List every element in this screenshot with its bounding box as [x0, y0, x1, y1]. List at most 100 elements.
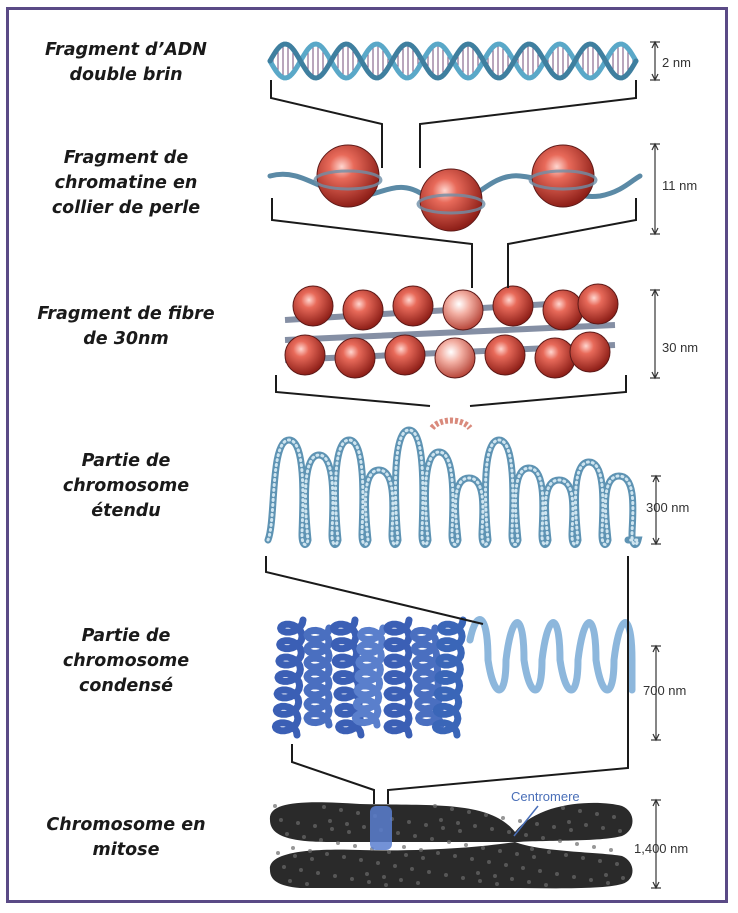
chromatin-texture — [595, 812, 599, 816]
chromatin-texture — [544, 883, 548, 887]
condensed-coil — [307, 628, 329, 725]
mitotic-chromosome — [270, 802, 633, 888]
fiber-nucleosome — [570, 332, 610, 372]
chromatin-texture — [501, 816, 505, 820]
chromatin-texture — [333, 874, 337, 878]
chromatin-texture — [609, 848, 613, 852]
chromatin-texture — [444, 873, 448, 877]
chromatin-texture — [589, 878, 593, 882]
chromatin-texture — [419, 848, 423, 852]
nucleosome — [532, 145, 594, 207]
chromatin-texture — [416, 881, 420, 885]
chromatin-texture — [308, 849, 312, 853]
chromatin-texture — [521, 866, 525, 870]
chromatin-texture — [470, 857, 474, 861]
chromatin-texture — [407, 820, 411, 824]
chromatin-texture — [558, 839, 562, 843]
chromatin-texture — [330, 827, 334, 831]
fiber-nucleosome — [485, 335, 525, 375]
chromatin-texture — [345, 822, 349, 826]
chromatin-texture — [356, 811, 360, 815]
chromatin-texture — [399, 878, 403, 882]
chromatin-texture — [433, 804, 437, 808]
fiber-nucleosome — [443, 290, 483, 330]
condensed-coil — [387, 620, 409, 735]
centromere-label: Centromere — [511, 789, 580, 804]
chromatin-texture — [302, 835, 306, 839]
chromatin-texture — [495, 882, 499, 886]
chromatin-texture — [279, 818, 283, 822]
chromatin-texture — [285, 832, 289, 836]
chromatin-texture — [339, 808, 343, 812]
chromatin-texture — [288, 879, 292, 883]
fiber-nucleosome — [293, 286, 333, 326]
chromatin-texture — [478, 879, 482, 883]
chromatin-texture — [464, 843, 468, 847]
chromatin-texture — [461, 876, 465, 880]
chromatin-texture — [476, 871, 480, 875]
chromatin-texture — [396, 831, 400, 835]
chromatin-texture — [436, 851, 440, 855]
chromatin-texture — [530, 847, 534, 851]
chromatin-texture — [584, 823, 588, 827]
chromatin-texture — [393, 864, 397, 868]
chromatin-texture — [606, 881, 610, 885]
extended-chromosome-loops — [268, 421, 638, 545]
chromatin-texture — [441, 826, 445, 830]
chromatin-texture — [493, 874, 497, 878]
chromatin-texture — [404, 853, 408, 857]
chromatin-texture — [322, 805, 326, 809]
chromatin-texture — [410, 867, 414, 871]
chromatin-texture — [561, 806, 565, 810]
chromatin-texture — [296, 821, 300, 825]
chromatin-texture — [319, 838, 323, 842]
fiber-nucleosome — [435, 338, 475, 378]
connector-line — [508, 198, 636, 288]
chromatin-texture — [621, 876, 625, 880]
chromatin-texture — [365, 872, 369, 876]
chromatin-texture — [490, 827, 494, 831]
fiber-nucleosome — [343, 290, 383, 330]
chromatin-texture — [450, 807, 454, 811]
chromatin-texture — [524, 833, 528, 837]
fiber-segment-highlight — [432, 421, 470, 429]
chromatin-texture — [421, 856, 425, 860]
nucleosome — [317, 145, 379, 207]
connector-line — [388, 756, 628, 804]
fiber-nucleosome — [543, 290, 583, 330]
chromatin-fiber-30nm — [285, 284, 618, 378]
measure-fiber: 30 nm — [662, 340, 698, 355]
chromatin-texture — [532, 855, 536, 859]
chromatin-texture — [359, 858, 363, 862]
chromatin-texture — [382, 875, 386, 879]
connector-line — [292, 744, 374, 804]
chromatin-texture — [564, 853, 568, 857]
chromatin-texture — [569, 828, 573, 832]
chromatin-texture — [367, 880, 371, 884]
chromatin-texture — [316, 871, 320, 875]
measure-extended: 300 nm — [646, 500, 689, 515]
chromatin-texture — [402, 845, 406, 849]
chromatin-texture — [612, 815, 616, 819]
chromatin-texture — [282, 865, 286, 869]
chromatin-texture — [567, 820, 571, 824]
chromatin-texture — [604, 873, 608, 877]
chromatin-texture — [575, 842, 579, 846]
chromatin-texture — [273, 804, 277, 808]
chromatin-texture — [325, 852, 329, 856]
chromatin-texture — [413, 834, 417, 838]
condensed-coil — [355, 628, 383, 725]
extended-tail — [470, 620, 632, 690]
chromatin-texture — [552, 825, 556, 829]
fiber-nucleosome — [493, 286, 533, 326]
chromatin-texture — [336, 841, 340, 845]
chromatin-texture — [376, 861, 380, 865]
scale-brackets — [650, 42, 661, 888]
measure-condensed: 700 nm — [643, 683, 686, 698]
condensed-section-band — [370, 806, 392, 850]
chromatin-texture — [310, 857, 314, 861]
chromatin-texture — [527, 880, 531, 884]
chromatin-texture — [481, 846, 485, 850]
chromatin-texture — [424, 823, 428, 827]
